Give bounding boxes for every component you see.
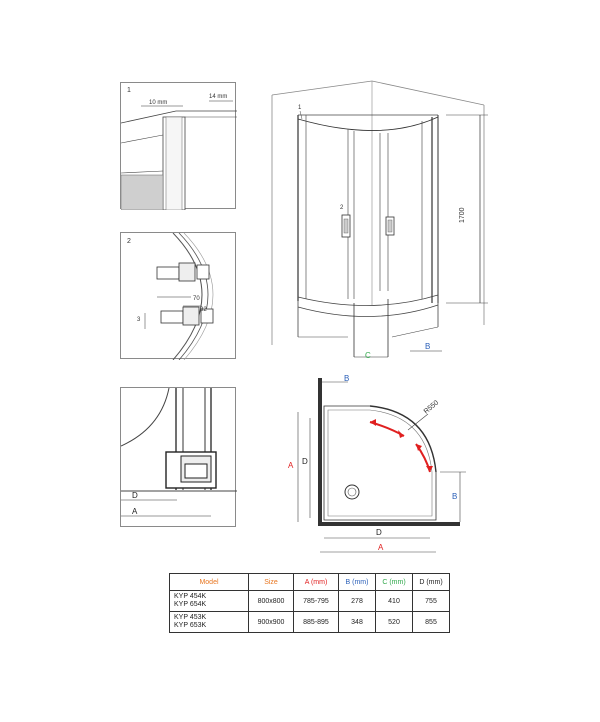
model-name: KYP 453K	[174, 614, 207, 621]
detail-1-dim-top: 10 mm	[149, 100, 167, 106]
header-model: Model	[169, 573, 249, 591]
table-header-row: Model Size A (mm) B (mm) C (mm) D (mm)	[169, 573, 450, 591]
model-name: KYP 654K	[174, 601, 207, 608]
header-c: C (mm)	[375, 573, 413, 591]
header-a: A (mm)	[293, 573, 339, 591]
header-d: D (mm)	[412, 573, 450, 591]
plan-view: B R550 A D B D A	[288, 374, 466, 553]
perspective-label-b: B	[425, 342, 430, 351]
plan-label-b-right: B	[452, 492, 457, 501]
plan-label-a-left: A	[288, 461, 294, 470]
perspective-label-1: 1	[298, 105, 302, 111]
spec-table: Model Size A (mm) B (mm) C (mm) D (mm) K…	[169, 573, 450, 633]
detail-1-number: 1	[127, 87, 131, 94]
row-d: 855	[412, 611, 450, 633]
plan-label-a-bottom: A	[378, 543, 384, 552]
model-name: KYP 653K	[174, 622, 207, 629]
perspective-label-c: C	[365, 351, 371, 360]
detail-2-number: 2	[127, 238, 131, 245]
detail-2-dim-32: 32	[200, 307, 207, 313]
detail-2-drawing: 2 70 32 3	[127, 233, 214, 360]
detail-panel-2: 2 70 32 3	[120, 232, 236, 360]
row-a: 785-795	[293, 590, 339, 612]
detail-1-drawing: 1 10 mm 14 mm	[121, 87, 237, 210]
row-size: 900x900	[248, 611, 294, 633]
detail-panel-1: 1 10 mm 14 mm	[120, 82, 237, 210]
detail-panel-3: D A	[120, 387, 237, 527]
plan-radius-label: R550	[423, 399, 440, 415]
header-size: Size	[248, 573, 294, 591]
detail-3-drawing: D A	[121, 388, 237, 517]
detail-2-dim-right: 3	[137, 317, 141, 323]
header-b: B (mm)	[338, 573, 376, 591]
row-c: 410	[375, 590, 413, 612]
detail-1-dim-right: 14 mm	[209, 94, 227, 100]
row-b: 278	[338, 590, 376, 612]
row-size: 800x800	[248, 590, 294, 612]
perspective-view: 1 2 C B 1700	[271, 80, 488, 360]
detail-3-label-d: D	[132, 491, 138, 500]
row-c: 520	[375, 611, 413, 633]
detail-3-label-a: A	[132, 507, 138, 516]
model-name: KYP 454K	[174, 593, 207, 600]
row-b: 348	[338, 611, 376, 633]
plan-label-d-left: D	[302, 457, 308, 466]
detail-2-dim-70: 70	[193, 296, 200, 302]
plan-label-d-bottom: D	[376, 528, 382, 537]
row-d: 755	[412, 590, 450, 612]
perspective-height-label: 1700	[459, 207, 466, 223]
plan-label-b-top: B	[344, 374, 349, 383]
perspective-label-2: 2	[340, 205, 344, 211]
row-a: 885-895	[293, 611, 339, 633]
